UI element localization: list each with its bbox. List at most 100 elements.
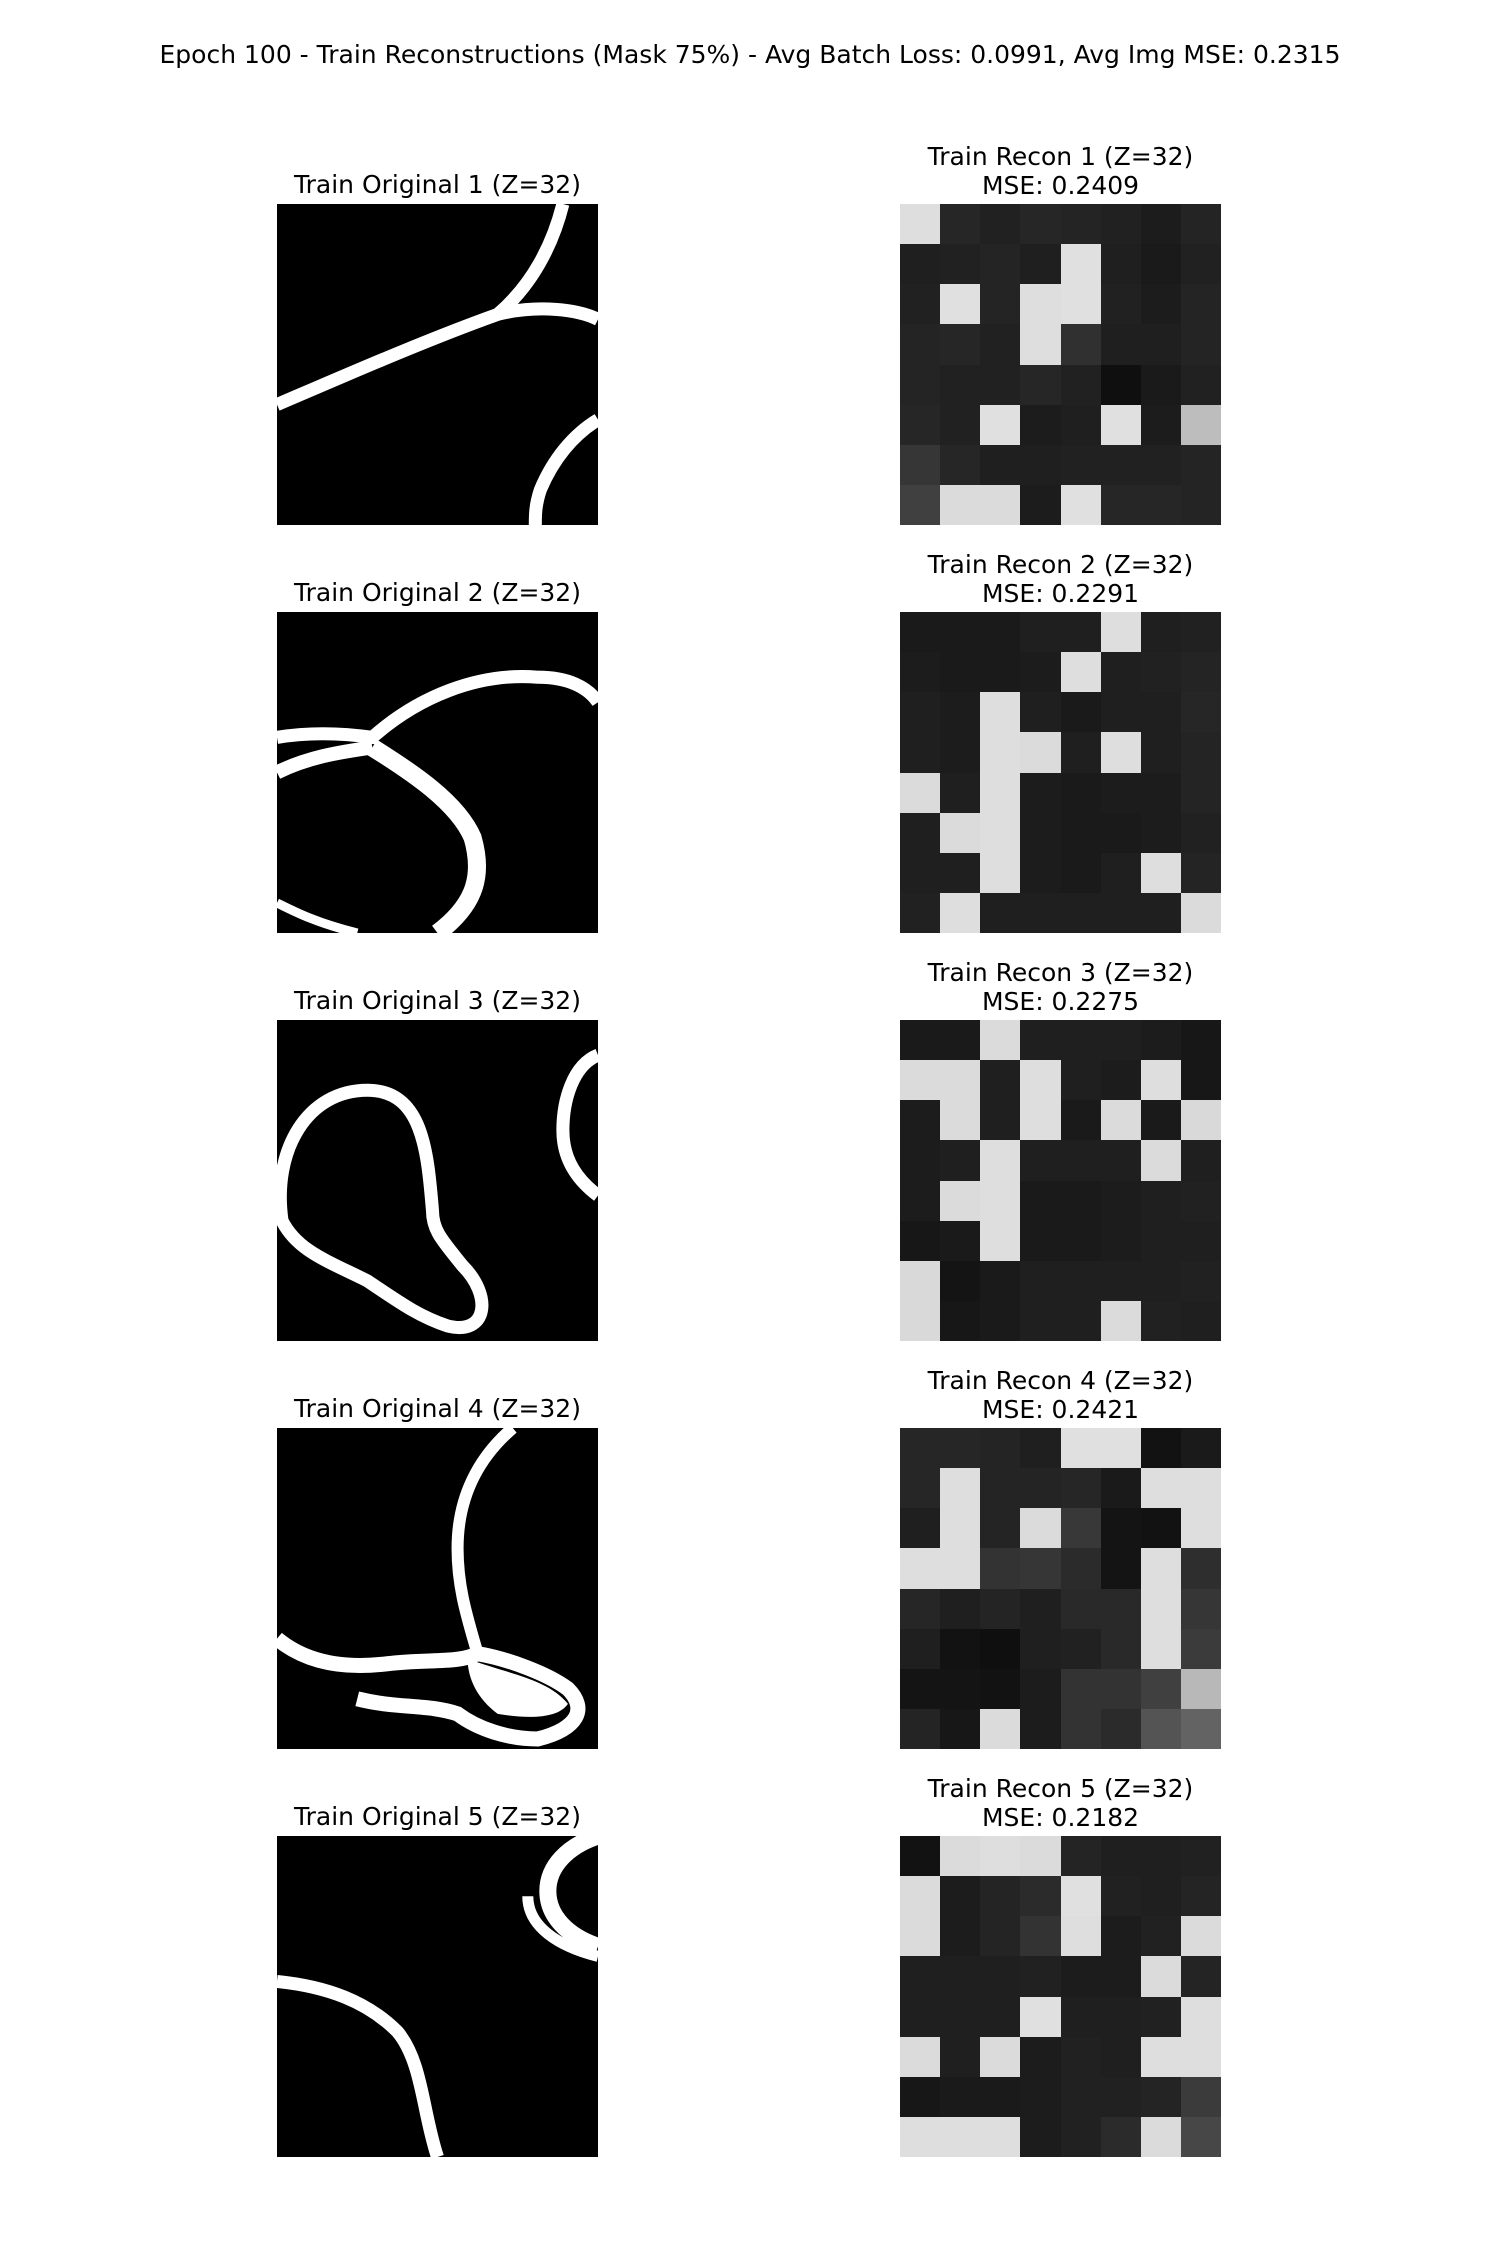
recon-3-pixel-r5-c6 (1140, 1220, 1181, 1261)
recon-4-pixel-r4-c4 (1060, 1588, 1101, 1629)
recon-3-pixel-r5-c5 (1100, 1220, 1141, 1261)
recon-2-pixel-r6-c7 (1180, 852, 1221, 893)
recon-3-pixel-r7-c4 (1060, 1300, 1101, 1341)
recon-1-pixel-r2-c7 (1180, 284, 1221, 325)
recon-1-pixel-r1-c7 (1180, 244, 1221, 285)
recon-2-pixel-r6-c0 (900, 852, 941, 893)
recon-5-pixel-r0-c7 (1180, 1836, 1221, 1877)
recon-1-pixel-r4-c1 (940, 364, 981, 405)
recon-3-pixel-r0-c3 (1020, 1020, 1061, 1061)
recon-3-pixel-r3-c5 (1100, 1140, 1141, 1181)
recon-4-pixel-r0-c0 (900, 1428, 941, 1469)
recon-4-pixel-r7-c3 (1020, 1708, 1061, 1749)
recon-4-pixel-r0-c4 (1060, 1428, 1101, 1469)
recon-5-pixel-r6-c0 (900, 2076, 941, 2117)
recon-5-pixel-r6-c6 (1140, 2076, 1181, 2117)
figure-suptitle: Epoch 100 - Train Reconstructions (Mask … (159, 40, 1341, 69)
recon-title-text-1: Train Recon 1 (Z=32) (927, 142, 1194, 171)
recon-4-pixel-r6-c4 (1060, 1668, 1101, 1709)
recon-3-pixel-r4-c2 (980, 1180, 1021, 1221)
recon-2-pixel-r4-c4 (1060, 772, 1101, 813)
recon-3-pixel-r2-c2 (980, 1100, 1021, 1141)
recon-1-pixel-r0-c7 (1180, 204, 1221, 245)
recon-3-pixel-r1-c2 (980, 1060, 1021, 1101)
recon-2-pixel-r1-c1 (940, 652, 981, 693)
recon-3-pixel-r6-c4 (1060, 1260, 1101, 1301)
recon-2-pixel-r2-c1 (940, 692, 981, 733)
recon-image-5 (900, 1836, 1221, 2157)
recon-4-pixel-r5-c0 (900, 1628, 941, 1669)
recon-2-pixel-r7-c6 (1140, 892, 1181, 933)
recon-3-pixel-r5-c1 (940, 1220, 981, 1261)
recon-5-pixel-r4-c4 (1060, 1996, 1101, 2037)
recon-1-pixel-r2-c3 (1020, 284, 1061, 325)
recon-1-pixel-r2-c0 (900, 284, 941, 325)
recon-5-pixel-r2-c1 (940, 1916, 981, 1957)
recon-5-pixel-r0-c4 (1060, 1836, 1101, 1877)
recon-2-pixel-r7-c3 (1020, 892, 1061, 933)
recon-5-pixel-r3-c1 (940, 1956, 981, 1997)
recon-5-pixel-r7-c2 (980, 2116, 1021, 2157)
recon-5-pixel-r5-c6 (1140, 2036, 1181, 2077)
recon-1-pixel-r0-c5 (1100, 204, 1141, 245)
recon-5-pixel-r4-c6 (1140, 1996, 1181, 2037)
recon-3-pixel-r4-c4 (1060, 1180, 1101, 1221)
recon-3-pixel-r3-c7 (1180, 1140, 1221, 1181)
recon-3-pixel-r3-c3 (1020, 1140, 1061, 1181)
recon-3-pixel-r2-c6 (1140, 1100, 1181, 1141)
recon-5-pixel-r3-c4 (1060, 1956, 1101, 1997)
recon-2-pixel-r2-c0 (900, 692, 941, 733)
recon-2-pixel-r6-c6 (1140, 852, 1181, 893)
recon-1-pixel-r5-c0 (900, 404, 941, 445)
recon-4-pixel-r7-c4 (1060, 1708, 1101, 1749)
recon-4-pixel-r6-c1 (940, 1668, 981, 1709)
recon-4-pixel-r1-c3 (1020, 1468, 1061, 1509)
original-title-5: Train Original 5 (Z=32) (294, 1802, 581, 1831)
recon-2-pixel-r2-c7 (1180, 692, 1221, 733)
recon-5-pixel-r2-c6 (1140, 1916, 1181, 1957)
recon-5-pixel-r3-c7 (1180, 1956, 1221, 1997)
recon-2-pixel-r6-c3 (1020, 852, 1061, 893)
recon-2-pixel-r3-c1 (940, 732, 981, 773)
recon-3-pixel-r2-c3 (1020, 1100, 1061, 1141)
recon-4-pixel-r7-c1 (940, 1708, 981, 1749)
recon-2-pixel-r5-c5 (1100, 812, 1141, 853)
recon-2-pixel-r7-c2 (980, 892, 1021, 933)
recon-4-pixel-r7-c6 (1140, 1708, 1181, 1749)
recon-2-pixel-r7-c7 (1180, 892, 1221, 933)
recon-1-pixel-r7-c4 (1060, 484, 1101, 525)
recon-5-pixel-r4-c3 (1020, 1996, 1061, 2037)
recon-5-pixel-r2-c0 (900, 1916, 941, 1957)
recon-2-pixel-r4-c2 (980, 772, 1021, 813)
recon-3-pixel-r2-c1 (940, 1100, 981, 1141)
original-image-3 (277, 1020, 598, 1341)
recon-4-pixel-r6-c2 (980, 1668, 1021, 1709)
recon-1-pixel-r0-c4 (1060, 204, 1101, 245)
recon-5-pixel-r1-c3 (1020, 1876, 1061, 1917)
recon-5-pixel-r2-c3 (1020, 1916, 1061, 1957)
recon-1-pixel-r6-c3 (1020, 444, 1061, 485)
recon-2-pixel-r1-c6 (1140, 652, 1181, 693)
recon-5-pixel-r7-c3 (1020, 2116, 1061, 2157)
recon-5-pixel-r3-c2 (980, 1956, 1021, 1997)
recon-5-pixel-r6-c7 (1180, 2076, 1221, 2117)
recon-2-pixel-r1-c4 (1060, 652, 1101, 693)
recon-1-pixel-r1-c0 (900, 244, 941, 285)
recon-5-pixel-r1-c1 (940, 1876, 981, 1917)
recon-2-pixel-r6-c5 (1100, 852, 1141, 893)
recon-title-4: Train Recon 4 (Z=32) MSE: 0.2421 (840, 1366, 1281, 1424)
recon-2-pixel-r6-c1 (940, 852, 981, 893)
recon-4-pixel-r1-c6 (1140, 1468, 1181, 1509)
recon-4-pixel-r5-c6 (1140, 1628, 1181, 1669)
recon-2-pixel-r2-c4 (1060, 692, 1101, 733)
recon-1-pixel-r1-c3 (1020, 244, 1061, 285)
recon-5-pixel-r3-c3 (1020, 1956, 1061, 1997)
recon-mse-label-1: MSE: 0.2409 (981, 171, 1140, 200)
recon-4-pixel-r3-c4 (1060, 1548, 1101, 1589)
recon-1-pixel-r1-c4 (1060, 244, 1101, 285)
recon-2-pixel-r7-c1 (940, 892, 981, 933)
recon-title-text-3: Train Recon 3 (Z=32) (927, 958, 1194, 987)
recon-5-pixel-r1-c2 (980, 1876, 1021, 1917)
recon-3-pixel-r3-c1 (940, 1140, 981, 1181)
recon-2-pixel-r0-c6 (1140, 612, 1181, 653)
